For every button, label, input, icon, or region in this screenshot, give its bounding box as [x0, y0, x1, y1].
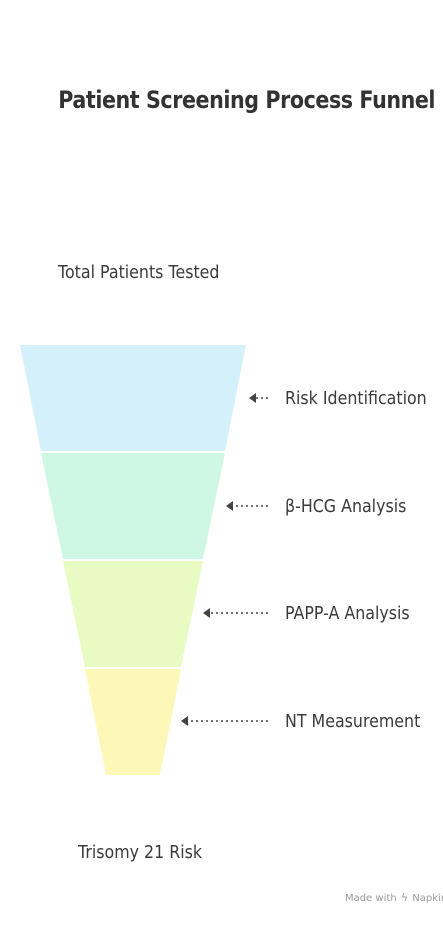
stage-label-risk-identification: Risk Identification	[285, 388, 427, 409]
funnel-top-label: Total Patients Tested	[58, 262, 220, 283]
arrowhead-icon	[203, 608, 210, 618]
stage-label-nt-measurement: NT Measurement	[285, 711, 421, 732]
arrowhead-icon	[226, 501, 233, 511]
stage-label-papp-a-analysis: PAPP-A Analysis	[285, 603, 410, 624]
funnel-stage-risk-identification	[20, 345, 246, 451]
watermark-prefix: Made with	[345, 893, 397, 904]
arrowhead-icon	[181, 716, 188, 726]
funnel-stage-papp-a-analysis	[63, 561, 203, 667]
diagram-title: Patient Screening Process Funnel	[58, 86, 436, 114]
funnel-bottom-label: Trisomy 21 Risk	[78, 842, 203, 863]
arrowhead-icon	[249, 393, 256, 403]
watermark-brand: Napkin	[412, 893, 443, 904]
funnel-stage-hcg-analysis	[41, 453, 225, 559]
funnel-stage-nt-measurement	[85, 669, 181, 775]
napkin-bolt-icon: ϟ	[400, 891, 409, 904]
stage-label-hcg-analysis: β-HCG Analysis	[285, 496, 407, 517]
made-with-napkin-watermark: Made with ϟ Napkin	[345, 891, 443, 904]
